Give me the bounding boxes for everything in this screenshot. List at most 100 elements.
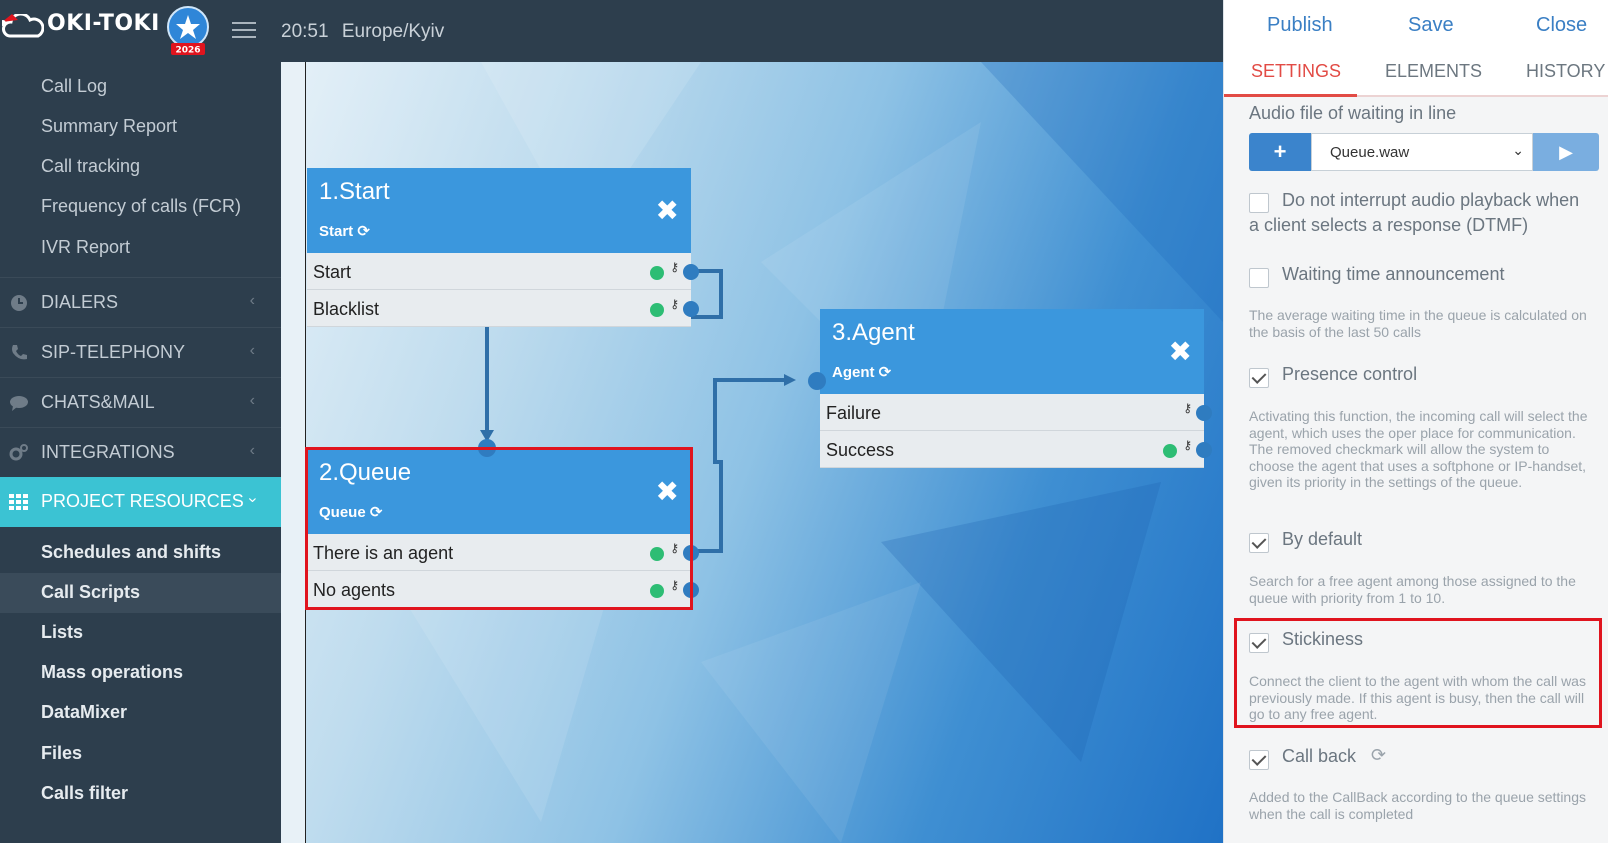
node-output-row[interactable]: Failure ⚷ [820,394,1212,431]
sidebar-item-schedules[interactable]: Schedules and shifts [0,533,281,573]
key-icon: ⚷ [1183,438,1192,452]
output-port[interactable] [683,264,699,280]
panel-header: Publish Save Close SETTINGS ELEMENTS HIS… [1224,0,1608,97]
sidebar-item-fcr[interactable]: Frequency of calls (FCR) [41,196,242,216]
sidebar-item-ivr-report[interactable]: IVR Report [41,237,131,257]
node-output-row[interactable]: Blacklist ⚷ [307,290,699,327]
sidebar-item-label: Files [41,743,83,763]
time-value: 20:51 [281,21,329,42]
sidebar-section-dialers[interactable]: DIALERS ‹ [0,277,281,327]
close-button[interactable]: Close [1536,14,1588,36]
refresh-icon: ⟳ [369,504,383,521]
clock-display: 20:51 Europe/Kyiv [281,21,444,43]
by-default-checkbox[interactable] [1249,533,1269,553]
no-interrupt-label: Do not interrupt audio playback when a c… [1249,190,1580,235]
sidebar-section-label: SIP-TELEPHONY [41,342,186,362]
refresh-icon[interactable]: ⟳ [1371,745,1387,765]
publish-button[interactable]: Publish [1267,14,1333,36]
waiting-time-checkbox[interactable] [1249,268,1269,288]
node-subtitle: Start ⟳ [319,223,370,240]
output-port[interactable] [1196,405,1212,421]
play-audio-button[interactable]: ▶ [1533,133,1599,171]
sidebar-section-chats-mail[interactable]: CHATS&MAIL ‹ [0,377,281,427]
node-queue[interactable]: 2.Queue Queue ⟳ ✖ There is an agent ⚷ No… [307,449,699,608]
script-canvas[interactable]: 1.Start Start ⟳ ✖ Start ⚷ Blacklist ⚷ 2.… [281,62,1223,843]
node-output-row[interactable]: Success ⚷ [820,431,1212,468]
stickiness-checkbox[interactable] [1249,633,1269,653]
gears-icon [9,444,28,461]
close-icon[interactable]: ✖ [655,476,679,507]
key-icon: ⚷ [670,541,679,555]
tab-divider [1224,95,1608,97]
sidebar-item-label: Calls filter [41,783,129,803]
timezone-value: Europe/Kyiv [341,21,445,42]
no-interrupt-checkbox[interactable] [1249,193,1269,213]
sidebar-section-integrations[interactable]: INTEGRATIONS ‹ [0,427,281,477]
cloud-logo-icon [2,14,44,38]
menu-toggle-icon[interactable] [232,22,256,40]
sidebar-item-call-tracking[interactable]: Call tracking [41,156,141,176]
sidebar-item-summary-report[interactable]: Summary Report [41,116,178,136]
refresh-icon: ⟳ [357,223,370,240]
tab-history[interactable]: HISTORY [1526,61,1606,81]
sidebar-item-lists[interactable]: Lists [0,613,281,653]
save-button[interactable]: Save [1408,14,1454,36]
chevron-left-icon: ‹ [249,292,255,309]
sidebar-item-datamixer[interactable]: DataMixer [0,693,281,733]
selection-highlight [305,447,693,610]
sidebar-item-label: Mass operations [41,662,184,682]
waiting-time-label: Waiting time announcement [1282,264,1505,284]
chevron-down-icon: ‹ [243,497,261,503]
presence-control-label: Presence control [1282,364,1418,384]
audio-file-controls: + Queue.waw ⌄ ▶ [1249,133,1599,171]
new-year-badge-icon: 2026 [167,6,209,56]
sidebar-section-sip-telephony[interactable]: SIP-TELEPHONY ‹ [0,327,281,377]
node-output-row[interactable]: There is an agent ⚷ [307,534,699,571]
phone-icon [12,345,27,360]
status-dot-icon [650,547,664,561]
sidebar-item-label: DataMixer [41,702,128,722]
node-start[interactable]: 1.Start Start ⟳ ✖ Start ⚷ Blacklist ⚷ [307,168,699,327]
sidebar-item-label: Call Scripts [41,582,141,602]
sidebar-section-project-resources[interactable]: PROJECT RESOURCES ‹ [0,477,281,527]
active-tab-indicator [1224,94,1357,97]
key-icon: ⚷ [670,297,679,311]
node-agent[interactable]: 3.Agent Agent ⟳ ✖ Failure ⚷ Success ⚷ [820,309,1212,468]
waiting-time-description: The average waiting time in the queue is… [1249,307,1587,340]
tab-elements[interactable]: ELEMENTS [1385,61,1483,81]
close-icon[interactable]: ✖ [655,195,679,226]
key-icon: ⚷ [1183,401,1192,415]
call-back-label: Call back [1282,746,1357,766]
output-port[interactable] [683,301,699,317]
chat-icon [10,396,28,411]
presence-control-checkbox[interactable] [1249,368,1269,388]
sidebar-item-calls-filter[interactable]: Calls filter [0,774,281,814]
logo-text: OKI-TOKI [47,11,160,36]
settings-scroll-area[interactable]: Audio file of waiting in line + Queue.wa… [1224,97,1608,843]
sidebar-item-call-log[interactable]: Call Log [41,76,108,96]
status-dot-icon [650,266,664,280]
settings-panel: Publish Save Close SETTINGS ELEMENTS HIS… [1223,0,1608,843]
chevron-left-icon: ‹ [249,342,255,359]
audio-file-label: Audio file of waiting in line [1249,103,1457,123]
node-title: 3.Agent [832,319,915,346]
sidebar-item-call-scripts[interactable]: Call Scripts [0,573,281,613]
tab-settings[interactable]: SETTINGS [1251,61,1342,81]
sidebar-item-mass-operations[interactable]: Mass operations [0,653,281,693]
input-port[interactable] [808,372,826,390]
sidebar-item-files[interactable]: Files [0,734,281,774]
output-port[interactable] [1196,442,1212,458]
node-header[interactable]: 3.Agent Agent ⟳ ✖ [820,309,1204,394]
node-title: 2.Queue [319,459,412,486]
node-header[interactable]: 2.Queue Queue ⟳ ✖ [307,449,691,534]
call-back-checkbox[interactable] [1249,750,1269,770]
node-output-row[interactable]: Start ⚷ [307,253,699,290]
by-default-description: Search for a free agent among those assi… [1249,573,1576,606]
sidebar-section-label: CHATS&MAIL [41,392,155,412]
add-audio-button[interactable]: + [1249,133,1311,171]
audio-file-select[interactable]: Queue.waw ⌄ [1311,133,1533,171]
close-icon[interactable]: ✖ [1168,336,1192,367]
status-dot-icon [1163,444,1177,458]
sidebar-item-label: Schedules and shifts [41,542,222,562]
node-header[interactable]: 1.Start Start ⟳ ✖ [307,168,691,253]
